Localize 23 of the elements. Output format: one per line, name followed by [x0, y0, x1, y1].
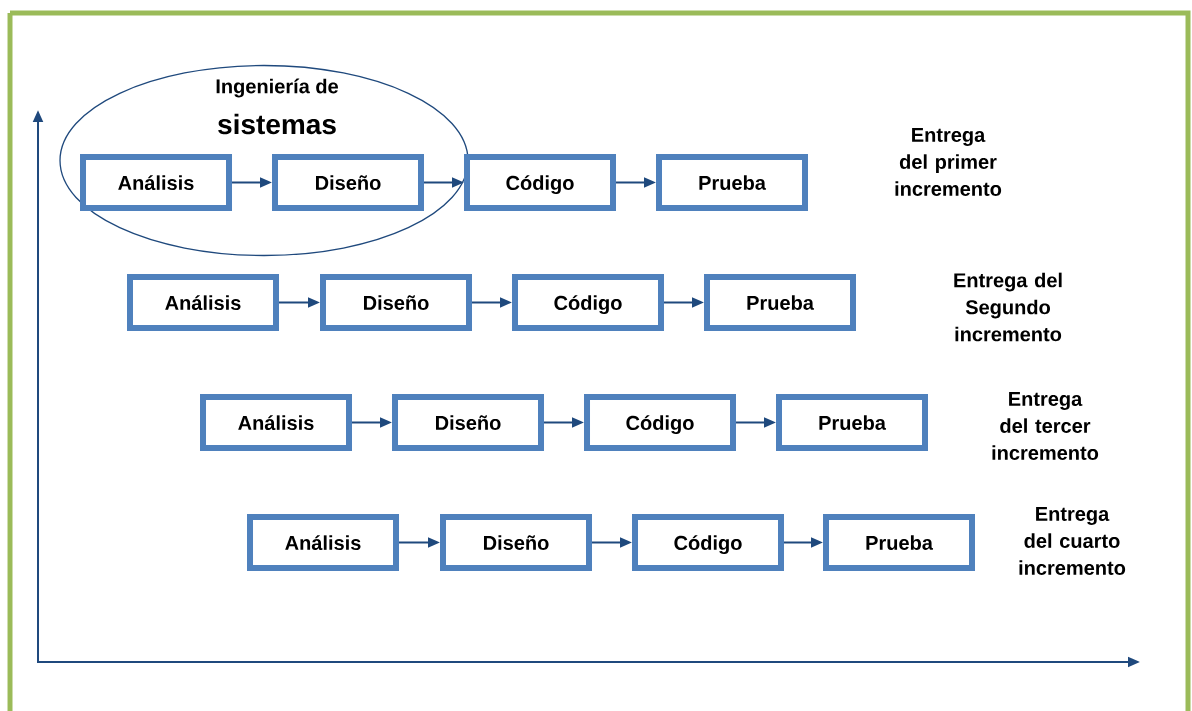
ellipse-title: Ingeniería de: [216, 78, 338, 98]
delivery-label: Entrega del primer incremento: [895, 128, 1002, 196]
process-box: Diseño: [440, 514, 592, 571]
process-box: Prueba: [704, 274, 856, 331]
process-box: Código: [512, 274, 664, 331]
process-box: Diseño: [392, 394, 544, 451]
process-box: Prueba: [823, 514, 975, 571]
delivery-label: Entrega del Segundo incremento: [954, 272, 1062, 342]
process-box: Diseño: [320, 274, 472, 331]
process-box: Código: [632, 514, 784, 571]
ellipse-title: sistemas: [218, 113, 336, 135]
process-box: Prueba: [776, 394, 928, 451]
process-box: Diseño: [272, 154, 424, 211]
process-box: Código: [464, 154, 616, 211]
process-box: Análisis: [80, 154, 232, 211]
process-box: Análisis: [200, 394, 352, 451]
ellipse: [59, 64, 469, 257]
delivery-label: Entrega del tercer incremento: [992, 392, 1099, 460]
process-box: Análisis: [247, 514, 399, 571]
process-box: Prueba: [656, 154, 808, 211]
process-box: Código: [584, 394, 736, 451]
delivery-label: Entrega del cuarto incremento: [1019, 507, 1126, 575]
process-box: Análisis: [127, 274, 279, 331]
